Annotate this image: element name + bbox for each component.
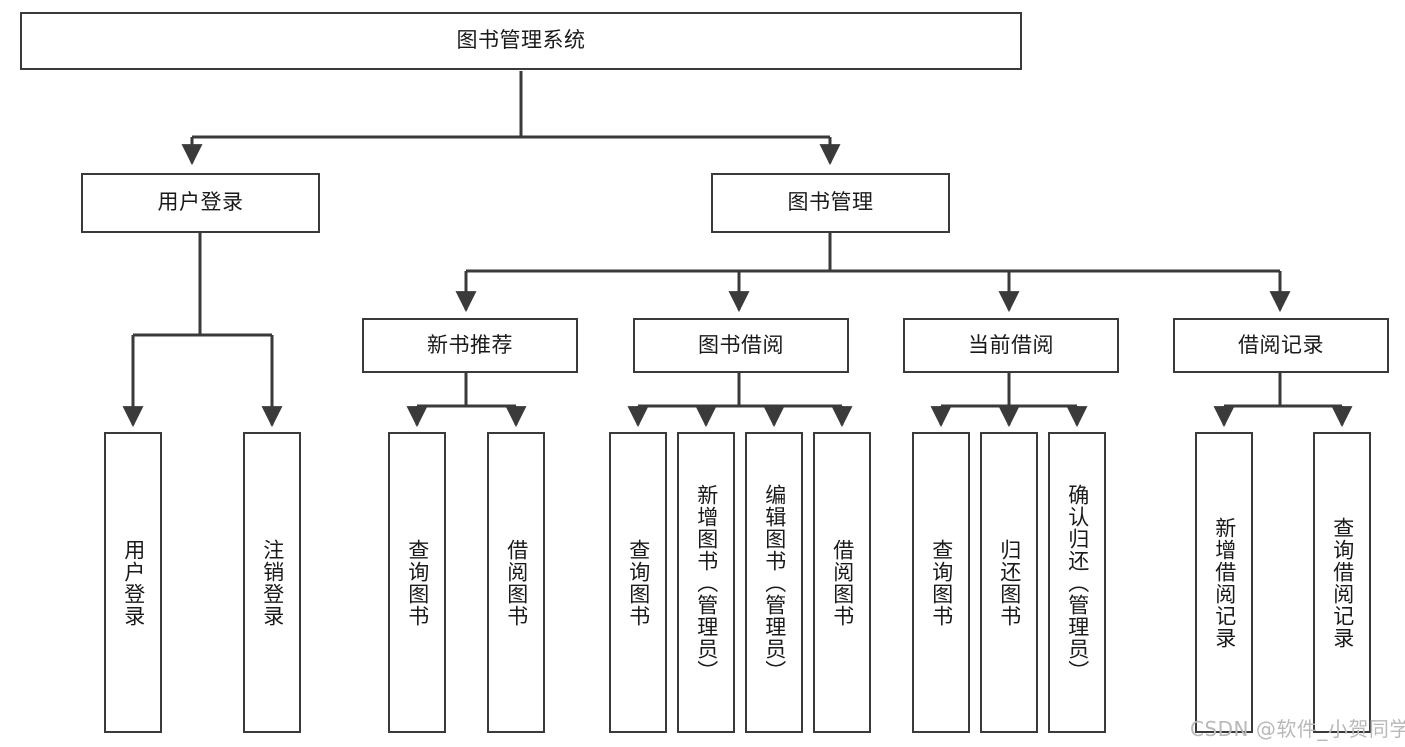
node-leaf-add-book-label: 新增图书（管理员） (694, 483, 719, 682)
node-leaf-borrow-book-2-label: 借阅图书 (830, 538, 855, 627)
node-leaf-user-login[interactable]: 用户登录 (104, 432, 162, 733)
node-new-book-recommend-label: 新书推荐 (427, 332, 513, 357)
node-new-book-recommend[interactable]: 新书推荐 (362, 318, 578, 373)
node-leaf-logout-login-label: 注销登录 (260, 538, 285, 627)
node-leaf-borrow-book-1[interactable]: 借阅图书 (487, 432, 545, 733)
node-leaf-query-record[interactable]: 查询借阅记录 (1313, 432, 1371, 733)
node-current-borrow[interactable]: 当前借阅 (903, 318, 1119, 373)
node-leaf-return-book-label: 归还图书 (997, 538, 1022, 627)
node-leaf-add-record[interactable]: 新增借阅记录 (1195, 432, 1253, 733)
node-leaf-query-book-2-label: 查询图书 (626, 538, 651, 627)
node-root-label: 图书管理系统 (456, 28, 586, 53)
node-root[interactable]: 图书管理系统 (20, 12, 1022, 70)
node-current-borrow-label: 当前借阅 (968, 332, 1054, 357)
node-leaf-query-book-3[interactable]: 查询图书 (912, 432, 970, 733)
node-book-management-label: 图书管理 (787, 190, 874, 215)
node-leaf-edit-book[interactable]: 编辑图书（管理员） (745, 432, 803, 733)
node-borrow-record-label: 借阅记录 (1238, 332, 1324, 357)
node-book-borrow[interactable]: 图书借阅 (633, 318, 849, 373)
node-leaf-query-book-2[interactable]: 查询图书 (609, 432, 667, 733)
node-leaf-query-record-label: 查询借阅记录 (1330, 516, 1355, 649)
node-leaf-query-book-1-label: 查询图书 (405, 538, 430, 627)
node-book-borrow-label: 图书借阅 (698, 332, 784, 357)
node-leaf-query-book-3-label: 查询图书 (929, 538, 954, 627)
node-user-login-label: 用户登录 (157, 190, 244, 215)
node-leaf-user-login-label: 用户登录 (121, 538, 146, 627)
node-leaf-edit-book-label: 编辑图书（管理员） (762, 483, 787, 682)
node-leaf-return-book[interactable]: 归还图书 (980, 432, 1038, 733)
node-leaf-confirm-return[interactable]: 确认归还（管理员） (1048, 432, 1106, 733)
node-leaf-confirm-return-label: 确认归还（管理员） (1065, 483, 1090, 682)
node-book-management[interactable]: 图书管理 (711, 173, 950, 233)
node-borrow-record[interactable]: 借阅记录 (1173, 318, 1389, 373)
node-leaf-add-book[interactable]: 新增图书（管理员） (677, 432, 735, 733)
node-leaf-logout-login[interactable]: 注销登录 (243, 432, 301, 733)
node-leaf-borrow-book-1-label: 借阅图书 (504, 538, 529, 627)
csdn-watermark: CSDN @软件_小贺同学 (1190, 717, 1405, 741)
node-leaf-borrow-book-2[interactable]: 借阅图书 (813, 432, 871, 733)
node-leaf-query-book-1[interactable]: 查询图书 (388, 432, 446, 733)
node-user-login[interactable]: 用户登录 (81, 173, 320, 233)
node-leaf-add-record-label: 新增借阅记录 (1212, 516, 1237, 649)
